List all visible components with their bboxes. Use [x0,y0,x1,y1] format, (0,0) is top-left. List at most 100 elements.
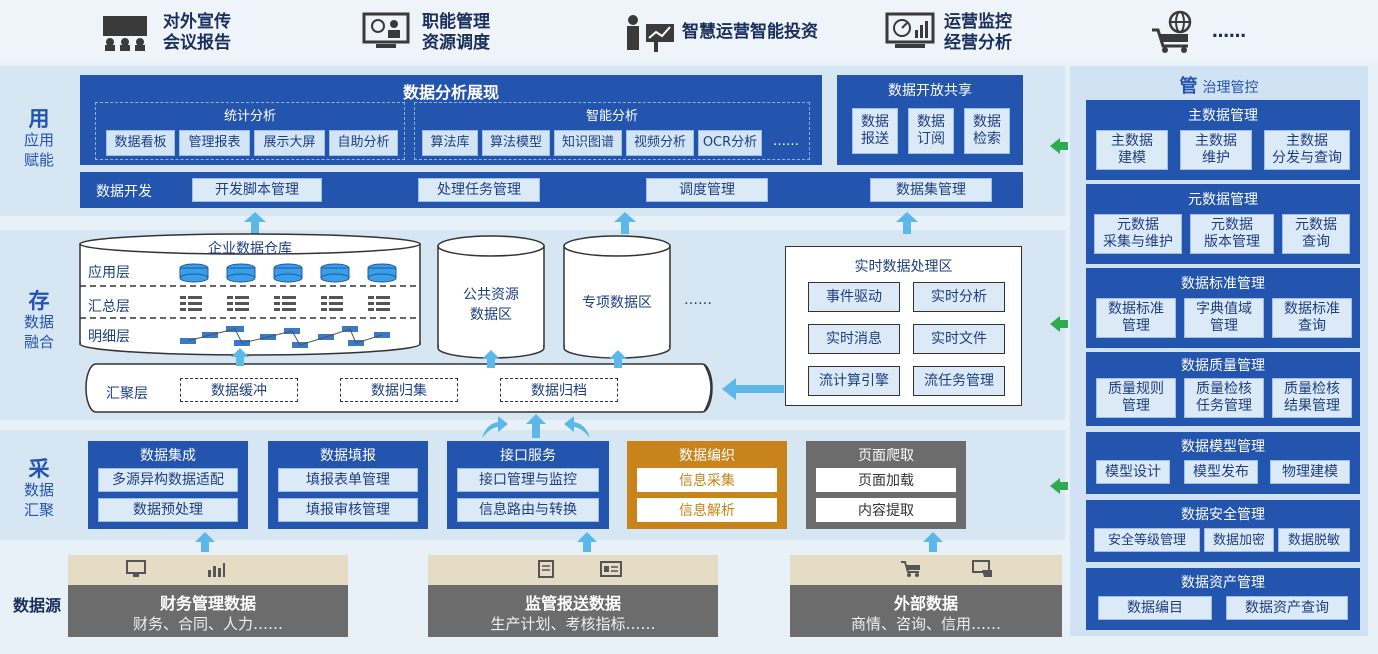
dev-item-dataset[interactable]: 数据集管理 [870,178,992,202]
source-finance-sub: 财务、合同、人力…… [132,615,283,633]
stat-item[interactable]: 自助分析 [329,130,398,156]
warehouse-title: 企业数据仓库 [208,241,292,257]
realtime-stream-engine[interactable]: 流计算引擎 [808,366,900,396]
gov-item[interactable]: 物理建模 [1270,460,1350,484]
warehouse-layer-detail: 明细层 [88,329,130,345]
gov-group-title: 数据资产管理 [1181,575,1265,591]
gov-item[interactable]: 主数据维护 [1180,130,1252,170]
gov-item[interactable]: 元数据查询 [1282,214,1350,254]
governance-title-big: 管 [1179,76,1198,97]
green-left-arrow-icon [1050,478,1068,498]
gov-item[interactable]: 数据资产查询 [1226,596,1348,620]
gov-item[interactable]: 数据加密 [1204,528,1274,552]
governance-title-small: 治理管控 [1202,80,1259,96]
gov-item-text: 质量检核 [1196,381,1252,397]
gov-item[interactable]: 质量规则管理 [1096,378,1176,418]
source-external-title: 外部数据 [893,594,958,613]
realtime-stream-task[interactable]: 流任务管理 [913,366,1005,396]
collect-api-title: 接口服务 [500,448,556,464]
public-data-line1: 公共资源 [463,287,519,303]
monitor-admin-icon [362,12,410,52]
realtime-analysis[interactable]: 实时分析 [913,282,1005,312]
convergence-collect[interactable]: 数据归集 [340,378,458,402]
collect-crawl-item[interactable]: 内容提取 [816,498,956,522]
gov-item-text: 建模 [1118,150,1146,166]
realtime-message[interactable]: 实时消息 [808,324,900,354]
layer-collect-label: 采 [28,457,50,481]
warehouse-layer-summary: 汇总层 [88,299,130,315]
collect-integration-item[interactable]: 多源异构数据适配 [98,468,238,492]
gov-item-text: 主数据 [1195,133,1237,149]
collect-weave-item[interactable]: 信息解析 [637,498,777,522]
collect-integration-item[interactable]: 数据预处理 [98,498,238,522]
gov-item[interactable]: 质量检核结果管理 [1272,378,1352,418]
gov-item-text: 主数据 [1111,133,1153,149]
gov-item[interactable]: 字典值域管理 [1184,298,1264,338]
gov-item-text: 任务管理 [1196,398,1252,414]
collect-fill-item[interactable]: 填报表单管理 [278,468,418,492]
gov-group-title: 元数据管理 [1188,192,1258,208]
gov-item-text: 质量检核 [1284,381,1340,397]
stat-item[interactable]: 展示大屏 [254,130,325,156]
convergence-archive[interactable]: 数据归档 [500,378,618,402]
collect-fill-item[interactable]: 填报审核管理 [278,498,418,522]
ai-item[interactable]: 视频分析 [626,130,694,156]
gov-item-text: 元数据 [1211,217,1253,233]
convergence-buffer[interactable]: 数据缓冲 [180,378,298,402]
sharing-item-text: 检索 [973,131,1001,147]
public-data-cylinder [436,234,546,360]
collect-weave-item[interactable]: 信息采集 [637,468,777,492]
layer-collect-sub1: 数据 [23,481,54,499]
sharing-item-subscribe[interactable]: 数据订阅 [908,108,954,154]
up-arrow-icon [609,350,627,372]
realtime-event-driven[interactable]: 事件驱动 [808,282,900,312]
up-arrow-icon [231,348,249,370]
up-arrow-icon [244,212,266,238]
dev-item-task[interactable]: 处理任务管理 [418,178,540,202]
collect-api-item[interactable]: 信息路由与转换 [457,498,599,522]
realtime-file[interactable]: 实时文件 [913,324,1005,354]
top-item-4-line2: 经营分析 [944,33,1012,53]
dev-item-schedule[interactable]: 调度管理 [646,178,768,202]
sharing-item-search[interactable]: 数据检索 [964,108,1010,154]
analysis-title: 数据分析展现 [402,83,499,102]
gov-item[interactable]: 数据标准查询 [1272,298,1352,338]
ai-item[interactable]: 算法模型 [482,130,550,156]
gov-item[interactable]: 主数据分发与查询 [1264,130,1350,170]
ai-item[interactable]: 算法库 [422,130,478,156]
gov-item[interactable]: 数据编目 [1098,596,1212,620]
gov-item[interactable]: 元数据采集与维护 [1094,214,1182,254]
collect-fill-title: 数据填报 [320,448,376,464]
gov-item[interactable]: 模型发布 [1184,460,1258,484]
dashboard-icon [885,12,935,50]
sharing-item-report[interactable]: 数据报送 [852,108,898,154]
gov-group-title: 数据模型管理 [1181,439,1265,455]
gov-item[interactable]: 数据脱敏 [1278,528,1350,552]
ai-item[interactable]: OCR分析 [698,130,762,156]
gov-item[interactable]: 元数据版本管理 [1190,214,1274,254]
gov-group-title: 数据安全管理 [1181,507,1265,523]
ai-item[interactable]: 知识图谱 [554,130,622,156]
sharing-item-text: 订阅 [917,131,945,147]
source-regulatory-top [428,555,718,585]
collect-crawl-item[interactable]: 页面加载 [816,468,956,492]
gov-group-title: 数据标准管理 [1181,276,1265,292]
dev-item-script[interactable]: 开发脚本管理 [192,178,322,202]
gov-item[interactable]: 数据标准管理 [1096,298,1176,338]
gov-item[interactable]: 主数据建模 [1096,130,1168,170]
up-arrow-icon [923,532,943,556]
source-external-sub: 商情、咨询、信用…… [850,615,1001,633]
layer-store-sub1: 数据 [23,313,54,331]
gov-item-text: 字典值域 [1196,301,1252,317]
collect-api-item[interactable]: 接口管理与监控 [457,468,599,492]
gov-item[interactable]: 质量检核任务管理 [1184,378,1264,418]
stat-item[interactable]: 管理报表 [179,130,250,156]
gov-item-text: 数据标准 [1108,301,1164,317]
gov-item-text: 元数据 [1295,217,1337,233]
gov-item[interactable]: 安全等级管理 [1094,528,1200,552]
gov-item-text: 版本管理 [1204,234,1260,250]
gov-item[interactable]: 模型设计 [1096,460,1170,484]
layer-store-label: 存 [28,289,50,313]
stat-item[interactable]: 数据看板 [106,130,175,156]
gov-item-text: 质量规则 [1108,381,1164,397]
